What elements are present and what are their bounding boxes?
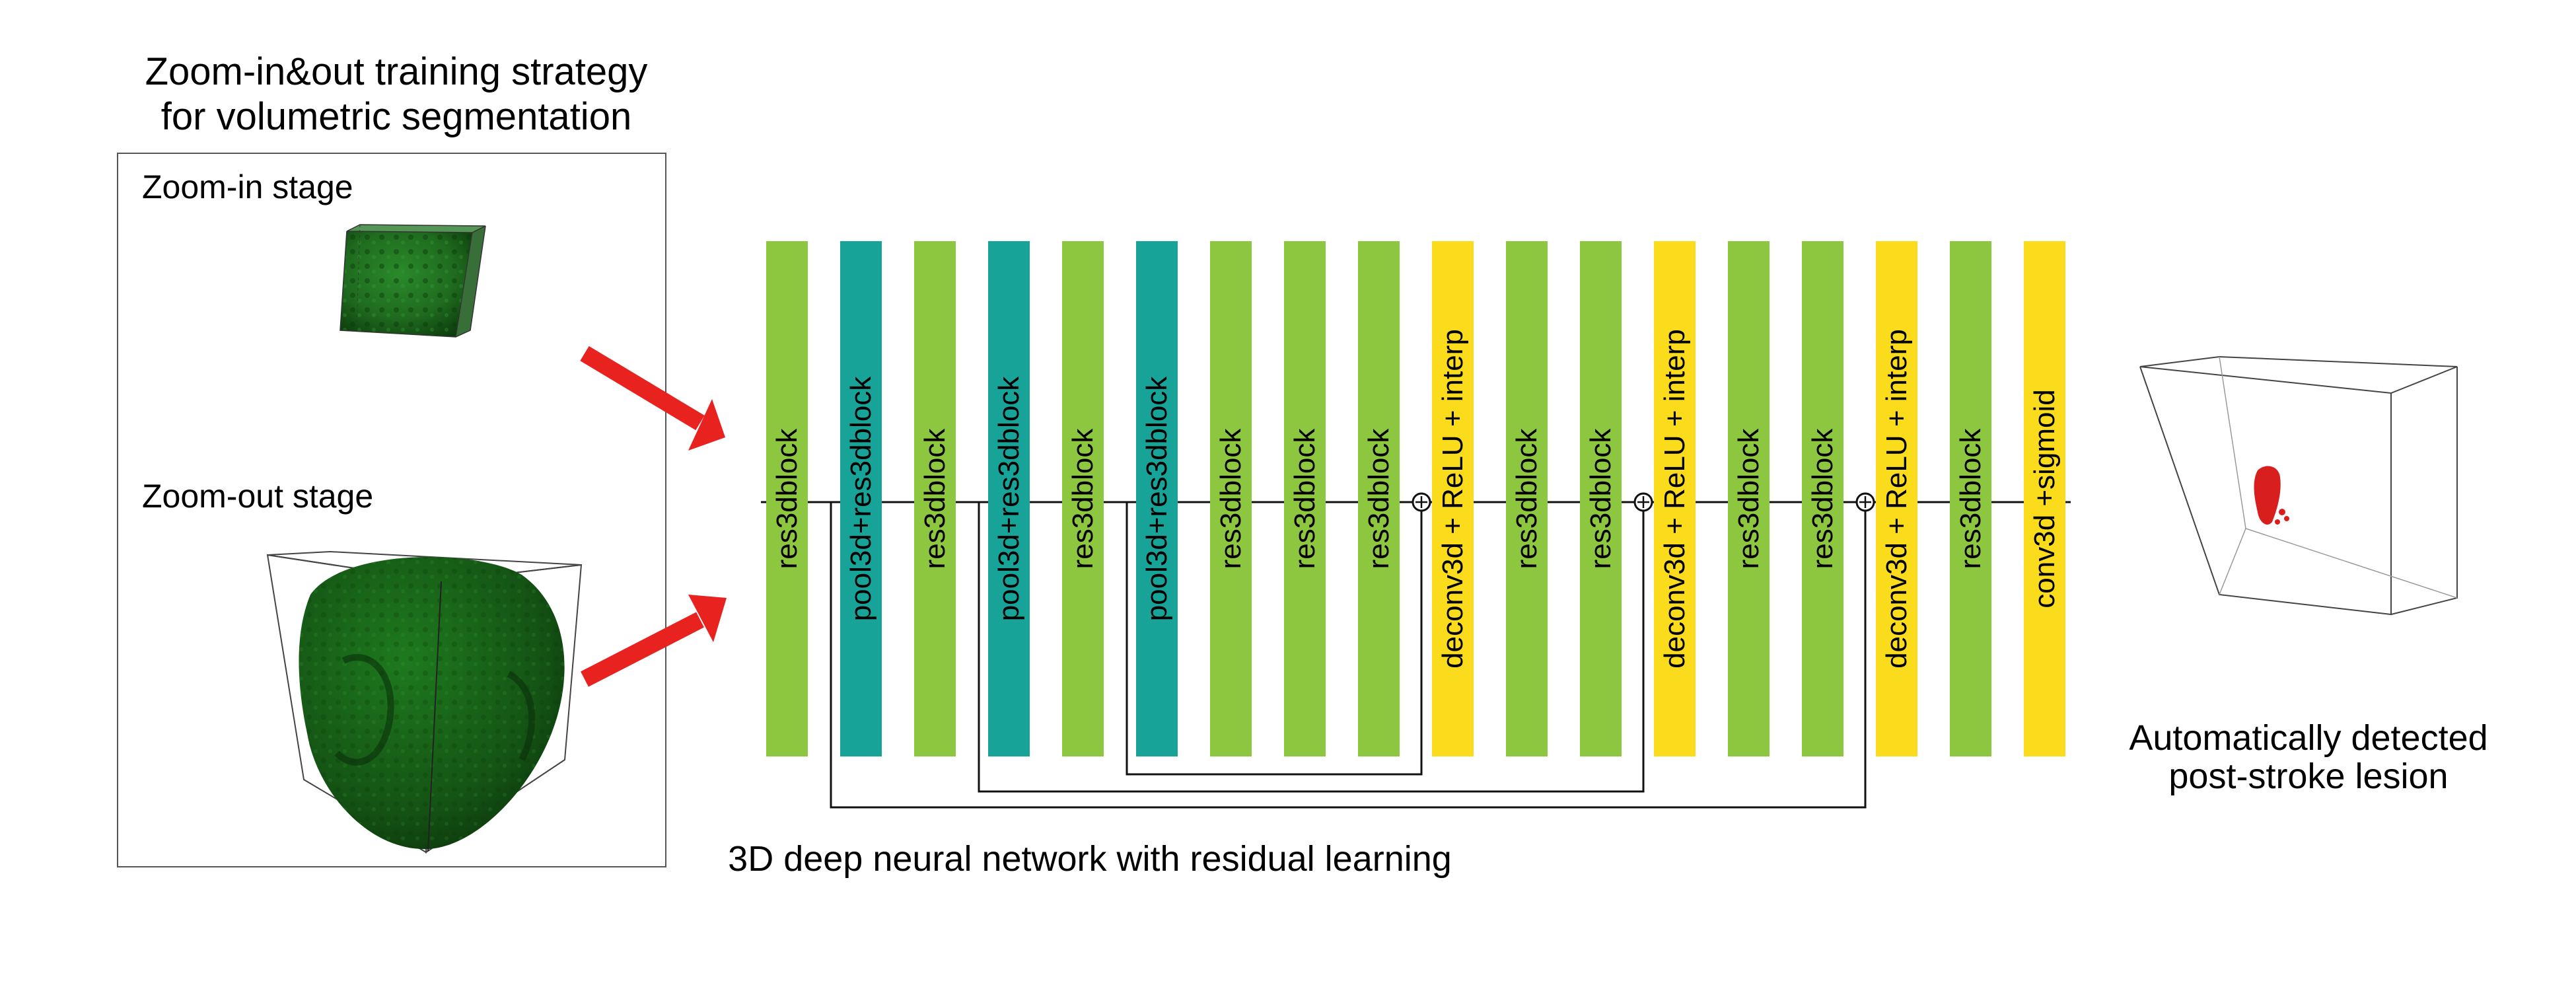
skip-connection-line (830, 502, 1867, 809)
network-block-bar (2024, 241, 2065, 756)
network-block: res3dblock (1506, 241, 1548, 756)
network-block: pool3d+res3dblock (988, 241, 1030, 756)
network-block: deconv3d + ReLU + interp (1432, 241, 1474, 756)
network-block-label: conv3d +sigmoid (2028, 389, 2061, 608)
network-block: res3dblock (914, 241, 956, 756)
output-lesion-volume (2139, 355, 2458, 616)
network-block: res3dblock (1580, 241, 1622, 756)
network-block-bar (1728, 241, 1770, 756)
network-block-bar (1802, 241, 1843, 756)
network-block-label: pool3d+res3dblock (845, 376, 877, 622)
network-block-bar (766, 241, 808, 756)
network-block: deconv3d + ReLU + interp (1654, 241, 1696, 756)
network-block-bar (1358, 241, 1400, 756)
network-block-bar (1654, 241, 1696, 756)
network-block: res3dblock (1062, 241, 1104, 756)
zoom-in-stage-label: Zoom-in stage (142, 168, 353, 205)
arrow-zoom-in-to-network (580, 346, 725, 451)
network-block: res3dblock (1358, 241, 1400, 756)
network-block-label: res3dblock (1363, 428, 1395, 569)
network-block: res3dblock (766, 241, 808, 756)
skip-connection-line (978, 502, 1645, 793)
strategy-title-line2: for volumetric segmentation (161, 95, 631, 138)
network-block-label: res3dblock (1807, 428, 1839, 569)
network-block-label: deconv3d + ReLU + interp (1437, 329, 1469, 669)
network-block-label: deconv3d + ReLU + interp (1659, 329, 1691, 669)
zoom-out-stage-label: Zoom-out stage (142, 478, 373, 515)
network-block: pool3d+res3dblock (1136, 241, 1178, 756)
network-block-bar (1876, 241, 1917, 756)
network-block: pool3d+res3dblock (840, 241, 882, 756)
strategy-panel-border (117, 153, 666, 867)
network-block-label: res3dblock (919, 428, 951, 569)
network-block-bar (988, 241, 1030, 756)
network-block-bar (840, 241, 882, 756)
output-caption-line1: Automatically detected (2129, 718, 2487, 758)
network-block-bar (1284, 241, 1326, 756)
network-block: res3dblock (1728, 241, 1770, 756)
network-block-label: res3dblock (1954, 428, 1987, 569)
strategy-title-line1: Zoom-in&out training strategy (145, 50, 648, 93)
network-block: res3dblock (1210, 241, 1252, 756)
arrow-zoom-out-to-network (581, 595, 727, 687)
network-block-label: deconv3d + ReLU + interp (1880, 329, 1913, 669)
skip-connection-line (1126, 502, 1423, 776)
network-block-label: res3dblock (1733, 428, 1765, 569)
lesion-shape (2254, 466, 2289, 525)
network-block-bar (1950, 241, 1991, 756)
network-block: deconv3d + ReLU + interp (1876, 241, 1917, 756)
network-block-label: res3dblock (1215, 428, 1247, 569)
network-block: conv3d +sigmoid (2024, 241, 2065, 756)
network-block-bar (1210, 241, 1252, 756)
network-block-label: pool3d+res3dblock (1141, 376, 1173, 622)
network-block-bar (1062, 241, 1104, 756)
zoom-out-volume (266, 550, 583, 854)
network-connections (761, 492, 2071, 809)
network-blocks: res3dblock pool3d+res3dblock res3dblock poo… (766, 241, 2065, 756)
network-block-label: res3dblock (1067, 428, 1099, 569)
network-block: res3dblock (1284, 241, 1326, 756)
network-block-bar (1580, 241, 1622, 756)
network-block-label: res3dblock (1585, 428, 1617, 569)
zoom-in-cube (340, 224, 486, 338)
network-block-label: res3dblock (1289, 428, 1321, 569)
network-block-label: pool3d+res3dblock (993, 376, 1025, 622)
network-block-bar (1506, 241, 1548, 756)
network-block: res3dblock (1802, 241, 1843, 756)
network-caption: 3D deep neural network with residual lea… (728, 839, 1452, 879)
network-block-bar (1432, 241, 1474, 756)
network-block-label: res3dblock (1511, 428, 1543, 569)
output-caption-line2: post-stroke lesion (2168, 756, 2448, 796)
network-block-bar (914, 241, 956, 756)
network-block-label: res3dblock (771, 428, 803, 569)
network-block-bar (1136, 241, 1178, 756)
network-block: res3dblock (1950, 241, 1991, 756)
